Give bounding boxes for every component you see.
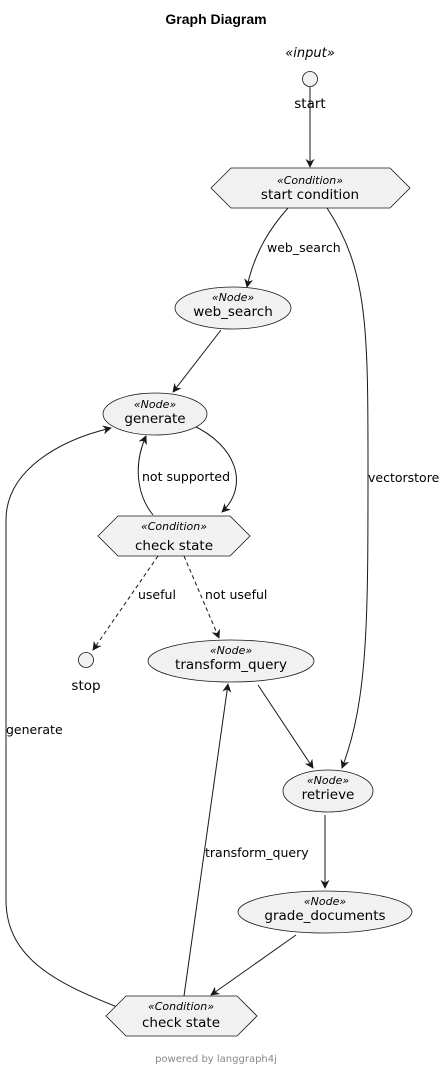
edge-check-state-to-generate xyxy=(137,435,154,516)
edges: web_search vectorstore not supported use… xyxy=(5,87,440,1011)
node-label: retrieve xyxy=(302,787,355,803)
edge-label-web-search: web_search xyxy=(267,240,341,255)
node-label: start condition xyxy=(261,187,359,203)
node-label: stop xyxy=(71,678,100,694)
edge-generate-to-check-state xyxy=(191,424,237,513)
edge-label-useful: useful xyxy=(138,587,176,602)
condition-hexagon xyxy=(210,167,411,209)
node-start: «input» start xyxy=(285,46,335,112)
edge-web-search-to-generate xyxy=(172,329,222,393)
edge-label-not-supported: not supported xyxy=(142,469,230,484)
diagram-title: Graph Diagram xyxy=(165,11,266,27)
edge-check-state-to-stop xyxy=(92,555,159,651)
condition-hexagon xyxy=(97,515,251,557)
node-generate: «Node» generate xyxy=(102,392,208,436)
edge-transform-query-to-retrieve xyxy=(257,684,314,769)
node-stereotype: «Condition» xyxy=(141,520,207,533)
node-ellipse xyxy=(282,769,374,813)
node-start-condition: «Condition» start condition xyxy=(210,167,411,209)
node-ellipse xyxy=(237,890,413,934)
edge-label-transform-query: transform_query xyxy=(205,845,309,860)
node-stereotype: «Node» xyxy=(210,644,252,657)
node-ellipse xyxy=(174,286,292,330)
stop-marker xyxy=(78,652,94,668)
node-retrieve: «Node» retrieve xyxy=(282,769,374,813)
node-stereotype: «input» xyxy=(285,46,335,61)
node-stereotype: «Node» xyxy=(212,291,254,304)
edge-check-state-to-generate-loop xyxy=(5,425,126,1011)
edge-label-vectorstore: vectorstore xyxy=(368,470,440,485)
edge-grade-documents-to-check-state xyxy=(210,934,297,996)
node-stereotype: «Node» xyxy=(307,774,349,787)
footer-credit: powered by langgraph4j xyxy=(155,1054,277,1065)
edge-label-not-useful: not useful xyxy=(205,587,267,602)
edge-start-condition-to-retrieve xyxy=(326,207,369,769)
node-ellipse xyxy=(147,639,315,683)
node-check-state-lower: «Condition» check state xyxy=(105,995,258,1037)
node-stereotype: «Condition» xyxy=(277,174,343,187)
node-web-search: «Node» web_search xyxy=(174,286,292,330)
node-label: web_search xyxy=(193,304,273,320)
condition-hexagon xyxy=(105,995,258,1037)
start-marker xyxy=(302,71,318,87)
edge-label-generate: generate xyxy=(6,722,63,737)
node-label: grade_documents xyxy=(264,908,385,924)
node-label: transform_query xyxy=(175,657,287,673)
edge-start-condition-to-web-search xyxy=(244,207,289,288)
node-stereotype: «Condition» xyxy=(148,1000,214,1013)
node-label: check state xyxy=(142,1015,220,1031)
node-check-state-upper: «Condition» check state xyxy=(97,515,251,557)
node-label: start xyxy=(294,96,325,112)
node-grade-documents: «Node» grade_documents xyxy=(237,890,413,934)
edge-check-state-to-transform-query-loop xyxy=(183,683,232,997)
node-label: check state xyxy=(135,538,213,554)
node-label: generate xyxy=(124,411,185,427)
node-stereotype: «Node» xyxy=(304,895,346,908)
node-stop: stop xyxy=(71,652,101,694)
node-ellipse xyxy=(102,392,208,436)
node-transform-query: «Node» transform_query xyxy=(147,639,315,683)
node-stereotype: «Node» xyxy=(134,398,176,411)
edge-check-state-to-transform-query xyxy=(183,555,220,639)
